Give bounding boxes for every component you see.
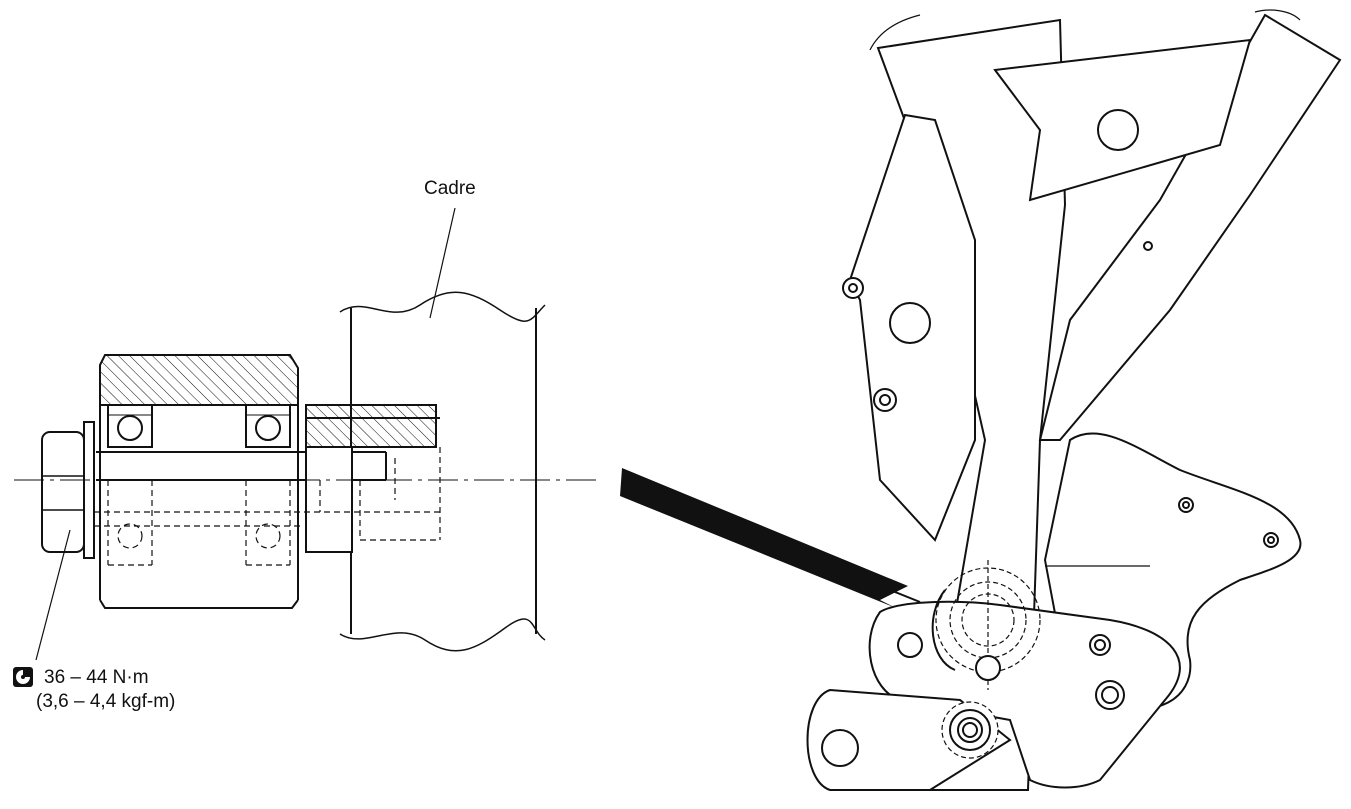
bolt-head: [41, 421, 95, 559]
frame-label: Cadre: [424, 178, 476, 199]
torque-value: 36 – 44 N·m: [44, 667, 149, 688]
bearing-right: [245, 404, 291, 448]
spacer-collar: [305, 446, 353, 553]
torque-leader: [35, 529, 71, 661]
section-view: [14, 207, 600, 661]
shaft: [96, 404, 440, 481]
hidden-lines: [94, 447, 441, 566]
frame-view: [806, 9, 1342, 791]
torque-alt-value: (3,6 – 4,4 kgf-m): [36, 691, 176, 712]
bearing-left: [107, 404, 153, 448]
bearing-housing: [99, 354, 299, 609]
torque-wrench-icon: [13, 667, 33, 687]
view-arrow: [620, 468, 921, 608]
